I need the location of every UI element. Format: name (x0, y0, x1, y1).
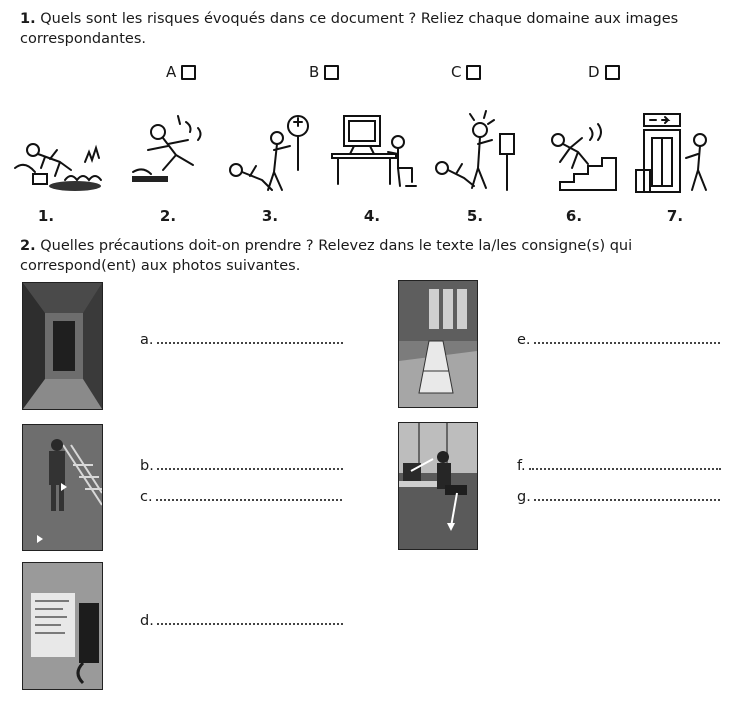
answer-b-line[interactable] (156, 464, 343, 470)
illustration-label-6: 6. (565, 207, 583, 225)
illustration-label-5: 5. (466, 207, 484, 225)
answer-g[interactable]: g. (517, 489, 720, 505)
office-desk-photo (398, 422, 478, 550)
question-1-number: 1. (20, 11, 36, 27)
illustration-label-1: 1. (37, 207, 55, 225)
illustration-label-3: 3. (261, 207, 279, 225)
answer-c[interactable]: c. (140, 489, 342, 505)
question-2-text: Quelles précautions doit-on prendre ? Re… (20, 238, 633, 274)
answer-g-label: g. (517, 489, 531, 505)
choice-a[interactable]: A (166, 63, 197, 81)
answer-e-line[interactable] (533, 338, 720, 344)
choice-c-label: C (451, 63, 462, 81)
illustration-label-2: 2. (159, 207, 177, 225)
answer-f-label: f. (517, 458, 526, 474)
answer-b[interactable]: b. (140, 458, 343, 474)
corridor-photo (22, 282, 103, 410)
answer-a[interactable]: a. (140, 332, 343, 348)
illustration-6 (530, 110, 630, 198)
answer-a-line[interactable] (156, 338, 343, 344)
answer-f-line[interactable] (528, 464, 721, 470)
answer-d-line[interactable] (156, 619, 343, 625)
illustration-4 (326, 110, 426, 198)
illustration-label-7: 7. (666, 207, 684, 225)
answer-b-label: b. (140, 458, 154, 474)
computer-workstation-icon (331, 115, 417, 187)
answer-d[interactable]: d. (140, 613, 343, 629)
stairs-fall-icon (551, 123, 617, 191)
stairs-photo (22, 424, 103, 551)
illustration-5 (428, 110, 528, 198)
answer-c-label: c. (140, 489, 153, 505)
illustration-label-4: 4. (363, 207, 381, 225)
wet-floor-fall-icon (132, 115, 202, 182)
question-2-number: 2. (20, 238, 36, 254)
choice-b[interactable]: B (309, 63, 340, 81)
illustration-7 (632, 110, 724, 198)
slip-fall-icon (14, 143, 102, 191)
answer-f[interactable]: f. (517, 458, 721, 474)
electric-shock-icon (435, 110, 515, 191)
choice-d[interactable]: D (588, 63, 620, 81)
checkbox-a[interactable] (181, 64, 197, 80)
checkbox-c[interactable] (466, 64, 482, 80)
choice-c[interactable]: C (451, 63, 482, 81)
wall-phone-photo (22, 562, 103, 690)
wet-floor-sign-photo (398, 280, 478, 408)
answer-g-line[interactable] (533, 495, 720, 501)
answer-a-label: a. (140, 332, 154, 348)
illustration-2 (118, 110, 218, 198)
question-2: 2. Quelles précautions doit-on prendre ?… (20, 236, 720, 276)
answer-d-label: d. (140, 613, 154, 629)
choice-a-label: A (166, 63, 177, 81)
fire-exit-icon (635, 113, 707, 193)
illustration-3 (222, 110, 322, 198)
checkbox-d[interactable] (604, 64, 620, 80)
answer-e-label: e. (517, 332, 531, 348)
question-1: 1. Quels sont les risques évoqués dans c… (20, 9, 720, 49)
answer-c-line[interactable] (155, 495, 342, 501)
first-aid-injury-icon (229, 115, 309, 191)
illustration-1 (5, 110, 110, 198)
checkbox-b[interactable] (324, 64, 340, 80)
choice-b-label: B (309, 63, 320, 81)
question-1-text: Quels sont les risques évoqués dans ce d… (20, 11, 679, 47)
choice-d-label: D (588, 63, 600, 81)
answer-e[interactable]: e. (517, 332, 720, 348)
